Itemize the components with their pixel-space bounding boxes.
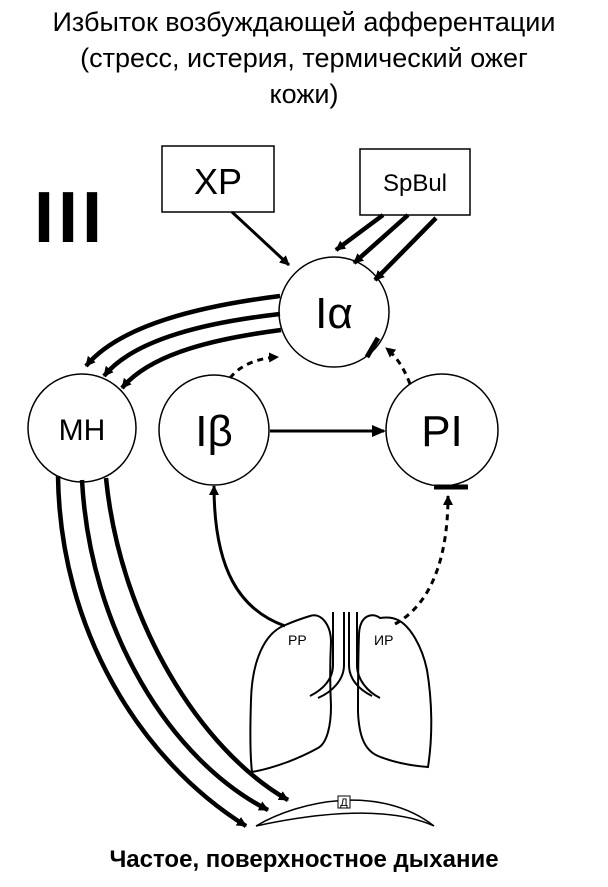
xp-box: XP [161,145,275,213]
xp-label: XP [194,161,242,202]
lungs-icon [249,612,433,774]
diagram-caption: Частое, поверхностное дыхание [109,846,499,873]
diaphragm-icon [255,795,435,827]
rr-label: РР [288,632,307,648]
arrows-mh-to-diaphragm [55,475,290,828]
arrows-ia-to-mh [84,293,282,390]
pi-label: PI [421,407,463,456]
ib-neuron: Iβ [158,374,270,486]
stage-label: III [34,178,106,258]
arrow-ib-to-ia-dashed [228,352,279,379]
mh-neuron: МН [27,373,137,483]
title-line-2: (стресс, истерия, термический ожег [80,43,528,73]
title-line-1: Избыток возбуждающей афферентации [52,7,556,37]
mh-label: МН [59,414,106,447]
spbul-label: SpBul [383,170,447,197]
ia-label: Iα [315,289,353,338]
ib-label: Iβ [195,407,233,456]
arrow-rr-to-ib [209,485,286,628]
spbul-box: SpBul [359,148,471,216]
diaphragm-label: Д [340,797,348,809]
arrows-spbul-to-ia [334,213,438,282]
pi-neuron: PI [385,373,499,487]
diagram-title: Избыток возбуждающей афферентации (стрес… [0,4,608,112]
ir-label: ИР [374,632,393,648]
inhibitory-bar-ia [364,336,381,359]
arrow-xp-to-ia [230,210,291,267]
title-line-3: кожи) [269,79,339,109]
arrow-pi-to-ia-dashed [385,346,412,385]
arrow-ir-to-pi-dashed [394,495,453,626]
ia-neuron: Iα [278,256,390,368]
